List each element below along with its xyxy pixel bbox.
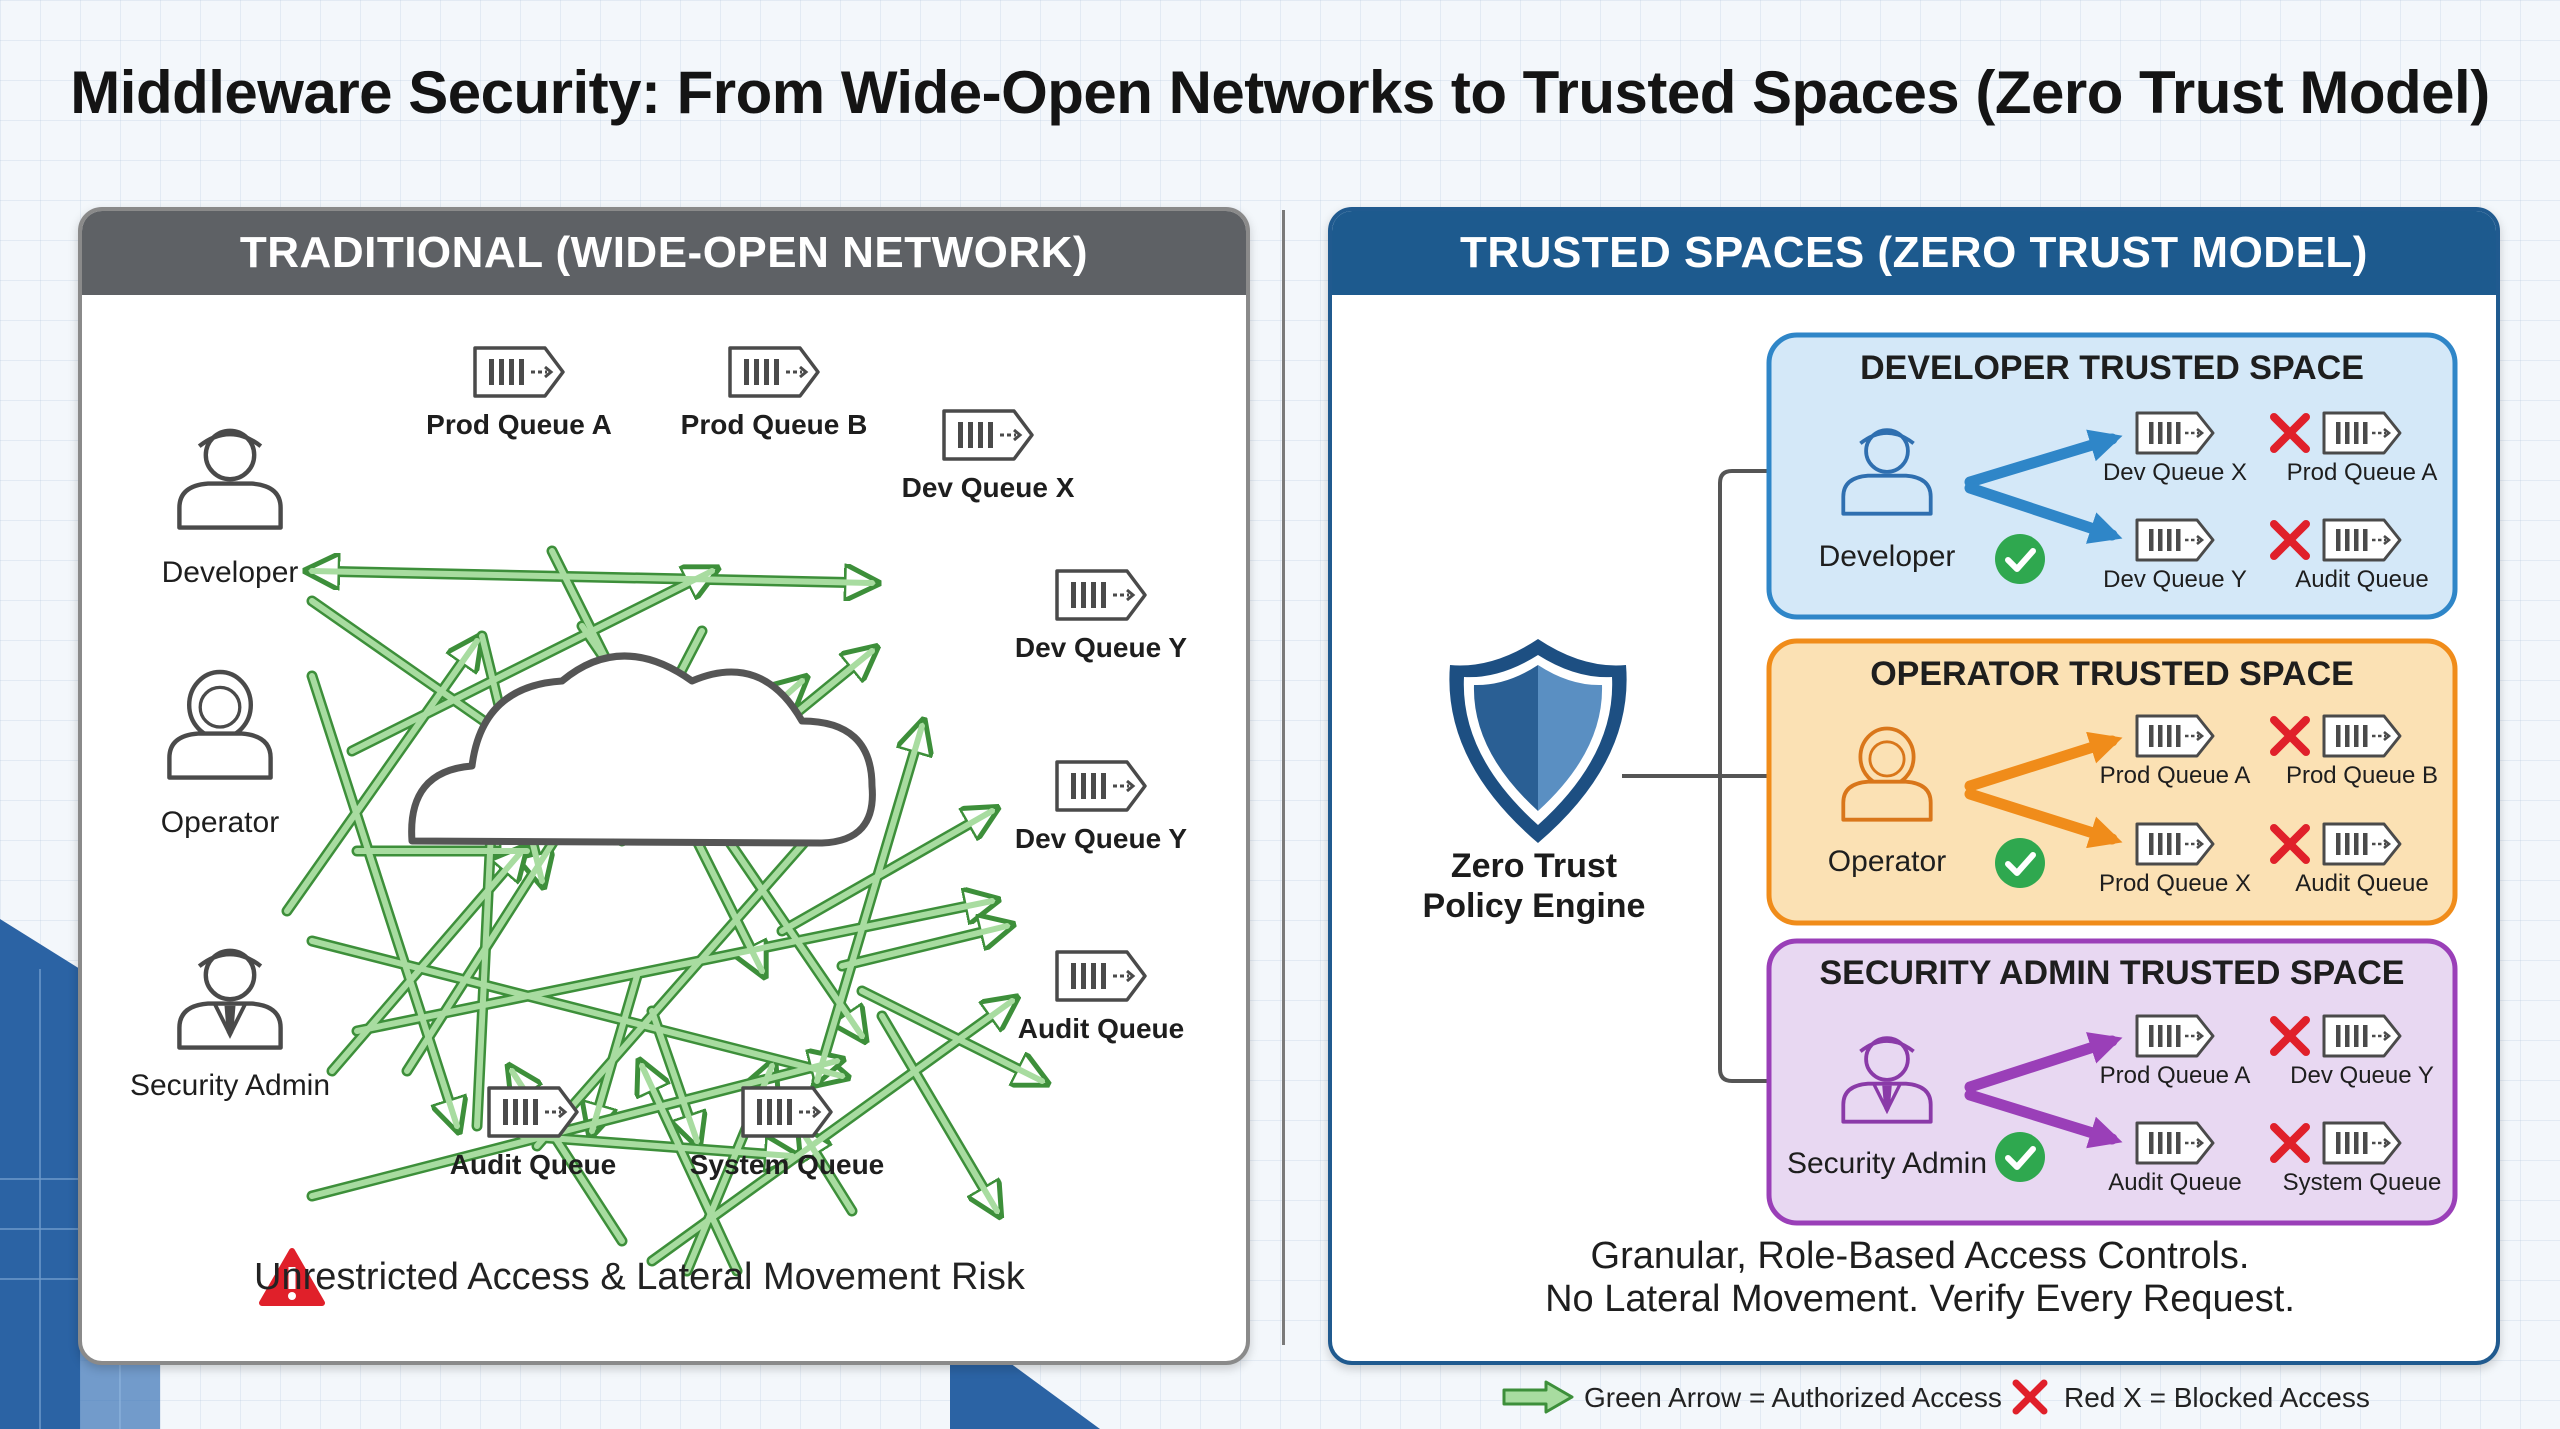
operator-space-title: OPERATOR TRUSTED SPACE bbox=[1870, 655, 2354, 693]
zero-trust-panel-header: TRUSTED SPACES (ZERO TRUST MODEL) bbox=[1332, 211, 2496, 295]
operator-role-label: Operator bbox=[1827, 845, 1947, 878]
blocked-queue-label: System Queue bbox=[2282, 1169, 2442, 1196]
developer-icon bbox=[179, 431, 280, 528]
security-admin-icon bbox=[179, 951, 280, 1048]
warning-icon bbox=[259, 1248, 325, 1306]
authorized-arrow-mesh bbox=[281, 545, 1042, 1277]
policy-engine-line-1: Zero Trust bbox=[1450, 847, 1618, 885]
traditional-panel: TRADITIONAL (WIDE-OPEN NETWORK) bbox=[78, 207, 1250, 1365]
zero-trust-panel: TRUSTED SPACES (ZERO TRUST MODEL) bbox=[1328, 207, 2500, 1365]
legend-blocked: Red X = Blocked Access bbox=[2064, 1382, 2370, 1413]
cloud-icon bbox=[408, 652, 876, 847]
zero-trust-footer-line-1: Granular, Role-Based Access Controls. bbox=[1590, 1235, 2250, 1277]
queue-label-system: System Queue bbox=[689, 1149, 885, 1180]
security-admin-space-title: SECURITY ADMIN TRUSTED SPACE bbox=[1819, 954, 2405, 992]
queue-label-dev-y-2: Dev Queue Y bbox=[1014, 823, 1188, 854]
legend-authorized: Green Arrow = Authorized Access bbox=[1584, 1382, 2002, 1413]
allowed-queue-label: Prod Queue A bbox=[2099, 762, 2251, 789]
blocked-queue-label: Audit Queue bbox=[2295, 870, 2429, 897]
warning-text: Unrestricted Access & Lateral Movement R… bbox=[254, 1256, 1025, 1298]
blocked-queue-label: Prod Queue B bbox=[2285, 762, 2439, 789]
developer-trusted-space bbox=[1766, 332, 2458, 620]
allowed-queue-label: Dev Queue Y bbox=[2103, 566, 2247, 593]
queue-label-prod-a: Prod Queue A bbox=[426, 409, 612, 440]
developer-space-title: DEVELOPER TRUSTED SPACE bbox=[1860, 349, 2364, 387]
wide-open-network-diagram bbox=[82, 346, 1147, 1306]
queue-label-dev-x: Dev Queue X bbox=[901, 472, 1075, 503]
developer-role-label: Developer bbox=[1818, 540, 1956, 573]
queue-icon bbox=[1055, 569, 1147, 621]
blocked-queue-label: Audit Queue bbox=[2295, 566, 2429, 593]
green-arrow-legend-icon bbox=[1502, 1380, 1574, 1414]
zero-trust-footer-line-2: No Lateral Movement. Verify Every Reques… bbox=[1545, 1278, 2295, 1320]
blocked-queue-label: Dev Queue Y bbox=[2290, 1062, 2434, 1089]
queue-icon bbox=[473, 346, 565, 398]
operator-icon bbox=[169, 672, 270, 778]
queue-icon bbox=[487, 1086, 579, 1138]
red-x-legend-icon bbox=[2012, 1379, 2048, 1415]
page-title: Middleware Security: From Wide-Open Netw… bbox=[70, 59, 2490, 126]
queue-icon bbox=[1055, 950, 1147, 1002]
allowed-queue-label: Dev Queue X bbox=[2102, 459, 2248, 486]
policy-engine-label: Zero Trust Policy Engine bbox=[1423, 846, 1646, 926]
security-admin-label: Security Admin bbox=[129, 1069, 331, 1102]
allowed-queue-label: Prod Queue A bbox=[2099, 1062, 2251, 1089]
blocked-queue-label: Prod Queue A bbox=[2286, 459, 2438, 486]
operator-label: Operator bbox=[160, 806, 280, 839]
queue-label-audit-2: Audit Queue bbox=[449, 1149, 617, 1180]
queue-label-dev-y: Dev Queue Y bbox=[1014, 632, 1188, 663]
trusted-spaces-diagram bbox=[1449, 332, 2458, 1226]
queue-icon bbox=[942, 409, 1034, 461]
traditional-panel-header: TRADITIONAL (WIDE-OPEN NETWORK) bbox=[82, 211, 1246, 295]
operator-trusted-space bbox=[1766, 638, 2458, 926]
developer-label: Developer bbox=[161, 556, 299, 589]
panel-divider bbox=[1282, 210, 1285, 1345]
allowed-queue-label: Prod Queue X bbox=[2098, 870, 2252, 897]
queue-icon bbox=[728, 346, 820, 398]
shield-icon bbox=[1449, 639, 1627, 843]
policy-engine-line-2: Policy Engine bbox=[1422, 887, 1646, 925]
security-admin-trusted-space bbox=[1766, 938, 2458, 1226]
security-admin-role-label: Security Admin bbox=[1786, 1147, 1988, 1180]
queue-icon bbox=[741, 1086, 833, 1138]
queue-icon bbox=[1055, 760, 1147, 812]
queue-label-audit: Audit Queue bbox=[1017, 1013, 1185, 1044]
policy-connector bbox=[1622, 469, 1767, 1083]
allowed-queue-label: Audit Queue bbox=[2108, 1169, 2242, 1196]
queue-label-prod-b: Prod Queue B bbox=[680, 409, 868, 440]
